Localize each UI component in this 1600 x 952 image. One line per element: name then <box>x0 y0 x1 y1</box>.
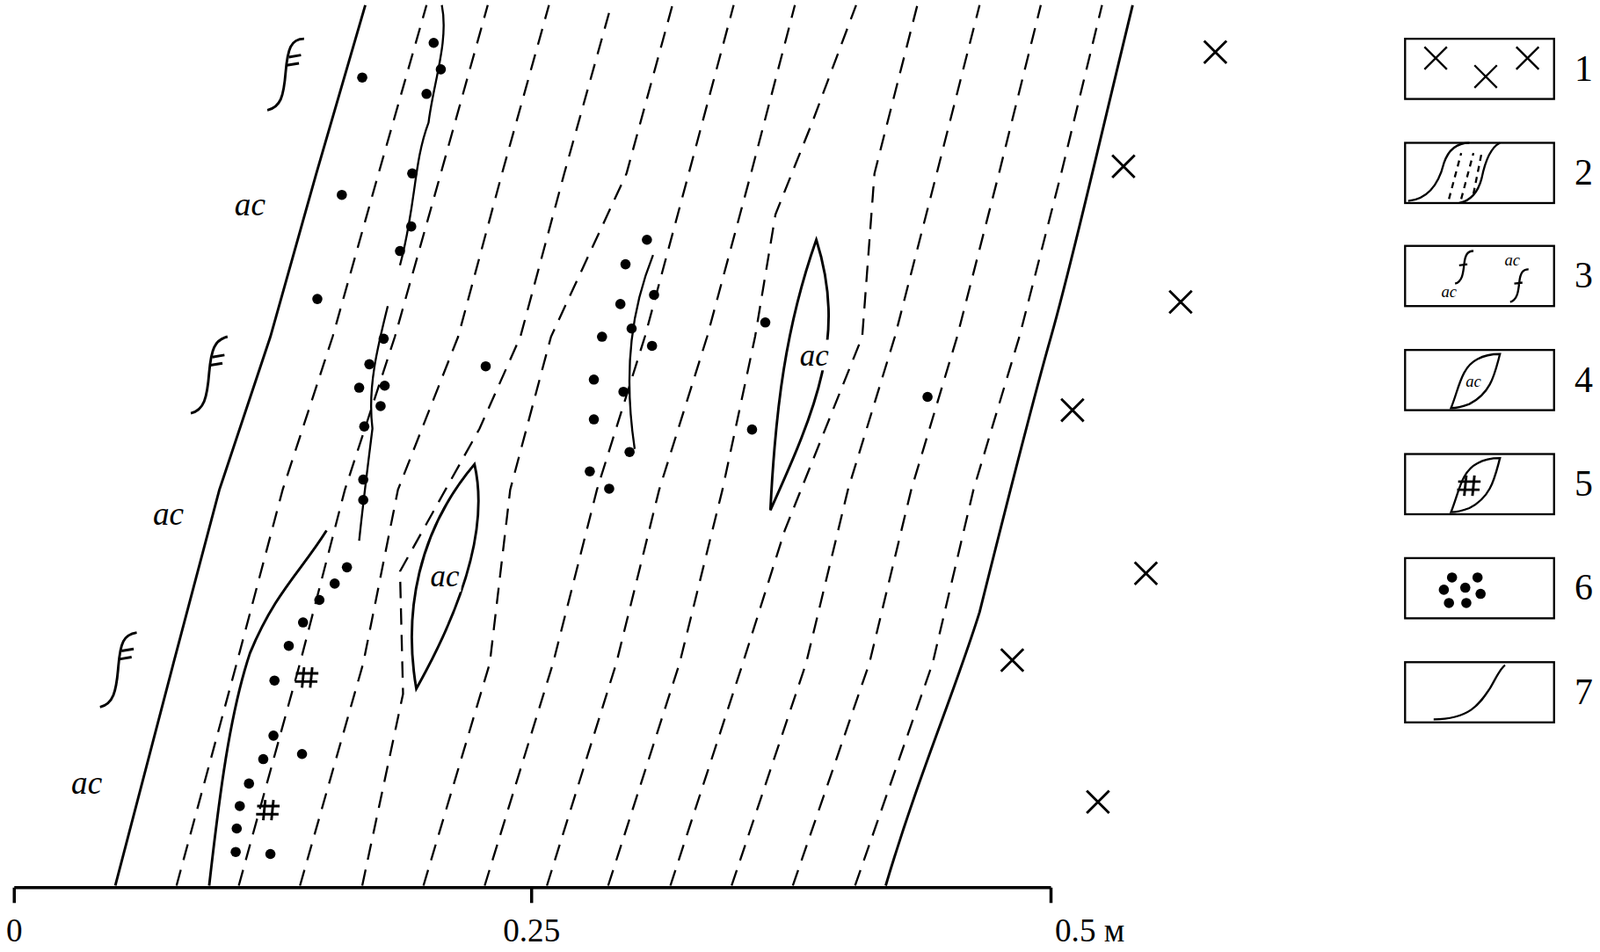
foliation <box>176 5 1103 887</box>
legend-number: 4 <box>1574 361 1593 399</box>
legend-number: 3 <box>1574 256 1593 294</box>
zone-boundary <box>885 5 1133 887</box>
scale-label: 0 <box>6 914 23 947</box>
scale-label: 0.5 м <box>1054 914 1125 947</box>
foliation-line <box>546 5 795 887</box>
dot-lens-outlines <box>359 5 654 541</box>
rock-label: ac <box>234 188 266 221</box>
fault-symbols <box>100 38 305 707</box>
rock-label: ac <box>152 496 184 530</box>
lens-outline <box>400 5 444 266</box>
fault-symbol <box>267 38 305 110</box>
granite-crosses <box>1001 40 1228 814</box>
hash-symbols <box>255 667 319 821</box>
fault-symbol <box>190 336 228 414</box>
foliation-line <box>299 5 549 887</box>
foliation-line <box>855 5 1103 887</box>
zone-boundaries <box>115 5 1133 887</box>
foliation-line <box>423 5 673 887</box>
scale-bar <box>14 887 1051 903</box>
legend-swatches <box>1404 38 1554 723</box>
hash-symbol <box>294 667 319 688</box>
fault-symbol <box>210 355 225 366</box>
rock-label: ac <box>1504 252 1520 270</box>
foliation-line <box>484 5 734 887</box>
rock-label: ac <box>71 766 102 800</box>
rock-label: ac <box>1465 373 1482 391</box>
foliation-line <box>176 5 427 887</box>
rock-label: ac <box>1440 283 1457 301</box>
legend-dots <box>1439 572 1486 609</box>
legend-number: 1 <box>1574 50 1593 88</box>
legend-number: 6 <box>1574 569 1593 607</box>
lens-label: ac <box>797 340 831 371</box>
fault-symbol <box>119 648 134 660</box>
lens-outline <box>767 236 845 515</box>
lens: ac <box>767 236 845 515</box>
foliation-line <box>731 5 980 887</box>
scale-label: 0.25 <box>502 914 560 947</box>
legend-number: 5 <box>1574 465 1593 502</box>
fault-symbol <box>100 632 138 708</box>
fault-symbol <box>286 55 301 66</box>
legend-number: 7 <box>1574 673 1593 711</box>
hash-symbol <box>255 800 280 821</box>
legend-number: 2 <box>1574 153 1593 191</box>
foliation-line <box>792 5 1041 887</box>
lens-label: ac <box>428 560 462 592</box>
dots <box>230 37 933 859</box>
lens: ac <box>407 461 482 692</box>
zone-boundary <box>115 5 365 887</box>
inner-boundary <box>209 530 327 887</box>
foliation-line <box>362 5 611 887</box>
foliation-line <box>239 5 488 887</box>
lens-outline <box>629 254 654 450</box>
foliation-line <box>670 5 918 887</box>
